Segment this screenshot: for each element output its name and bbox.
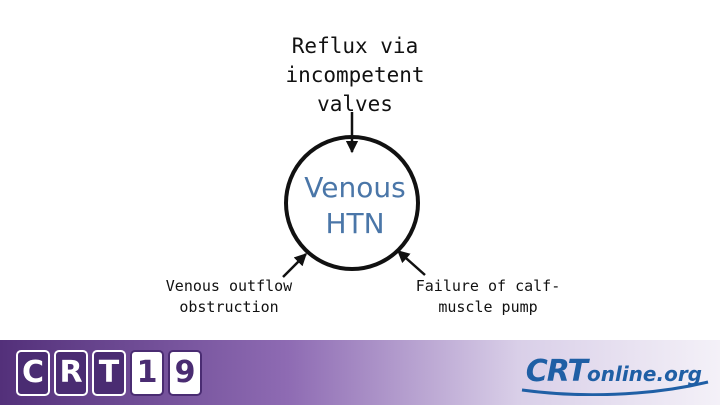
- diagram-graphic: [282, 112, 426, 278]
- cause-calf-pump-line: Failure of calf-: [415, 277, 561, 295]
- event-logo-digit: 9: [168, 350, 202, 396]
- swoosh-icon: [521, 380, 709, 396]
- center-label: Venous HTN: [280, 170, 430, 242]
- site-logo-suffix: online.org: [586, 362, 702, 386]
- cause-outflow-line: obstruction: [179, 298, 279, 316]
- cause-outflow-label: Venous outflow obstruction: [150, 276, 308, 318]
- cause-outflow-line: Venous outflow: [165, 277, 293, 295]
- event-logo-letter: T: [92, 350, 126, 396]
- cause-reflux-line: Reflux via: [291, 34, 419, 58]
- center-label-line: Venous: [304, 171, 406, 204]
- arrow-left: [282, 253, 307, 278]
- site-logo: CRTonline.org: [521, 354, 709, 396]
- cause-calf-pump-line: muscle pump: [438, 298, 538, 316]
- center-label-line: HTN: [325, 207, 385, 240]
- footer-banner: C R T 1 9 CRTonline.org: [0, 340, 720, 405]
- cause-reflux-label: Reflux via incompetent valves: [250, 32, 460, 119]
- cause-reflux-line: valves: [317, 92, 393, 116]
- event-logo-letter: C: [16, 350, 50, 396]
- cause-calf-pump-label: Failure of calf- muscle pump: [412, 276, 564, 318]
- event-logo-digit: 1: [130, 350, 164, 396]
- cause-reflux-line: incompetent: [285, 63, 425, 87]
- arrow-right: [397, 250, 426, 276]
- event-logo-letter: R: [54, 350, 88, 396]
- event-logo: C R T 1 9: [16, 350, 202, 396]
- site-logo-main: CRT: [525, 354, 588, 389]
